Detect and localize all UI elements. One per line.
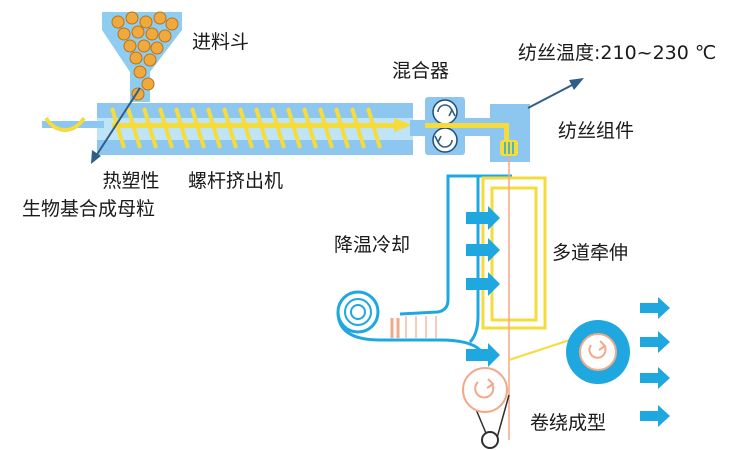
winding-label: 卷绕成型 [530,412,607,434]
material-label-line2: 生物基合成母粒 [22,198,156,220]
spin-temp-pointer-arrow [527,78,584,109]
cooling-air-arrows [466,206,500,367]
hopper [102,11,182,102]
spin-pack [462,104,530,162]
cooling-label: 降温冷却 [334,234,411,256]
spin-temperature-label: 纺丝温度:210~230 ℃ [518,42,717,64]
mixer-label: 混合器 [392,60,450,82]
cooling-roll [336,290,482,352]
output-arrows [640,297,670,427]
mixer [425,97,465,155]
material-label-line1: 热塑性 [102,170,160,192]
winding-rolls [462,320,630,449]
pellets [111,11,179,101]
hopper-label: 进料斗 [192,31,250,53]
drawing-label: 多道牵伸 [552,242,629,264]
screw-extruder [42,103,413,155]
screw-extruder-label: 螺杆挤出机 [188,170,284,192]
spin-pack-label: 纺丝组件 [558,120,635,142]
material-pointer-arrow [91,87,141,164]
cooling-drawing-column [399,156,547,440]
